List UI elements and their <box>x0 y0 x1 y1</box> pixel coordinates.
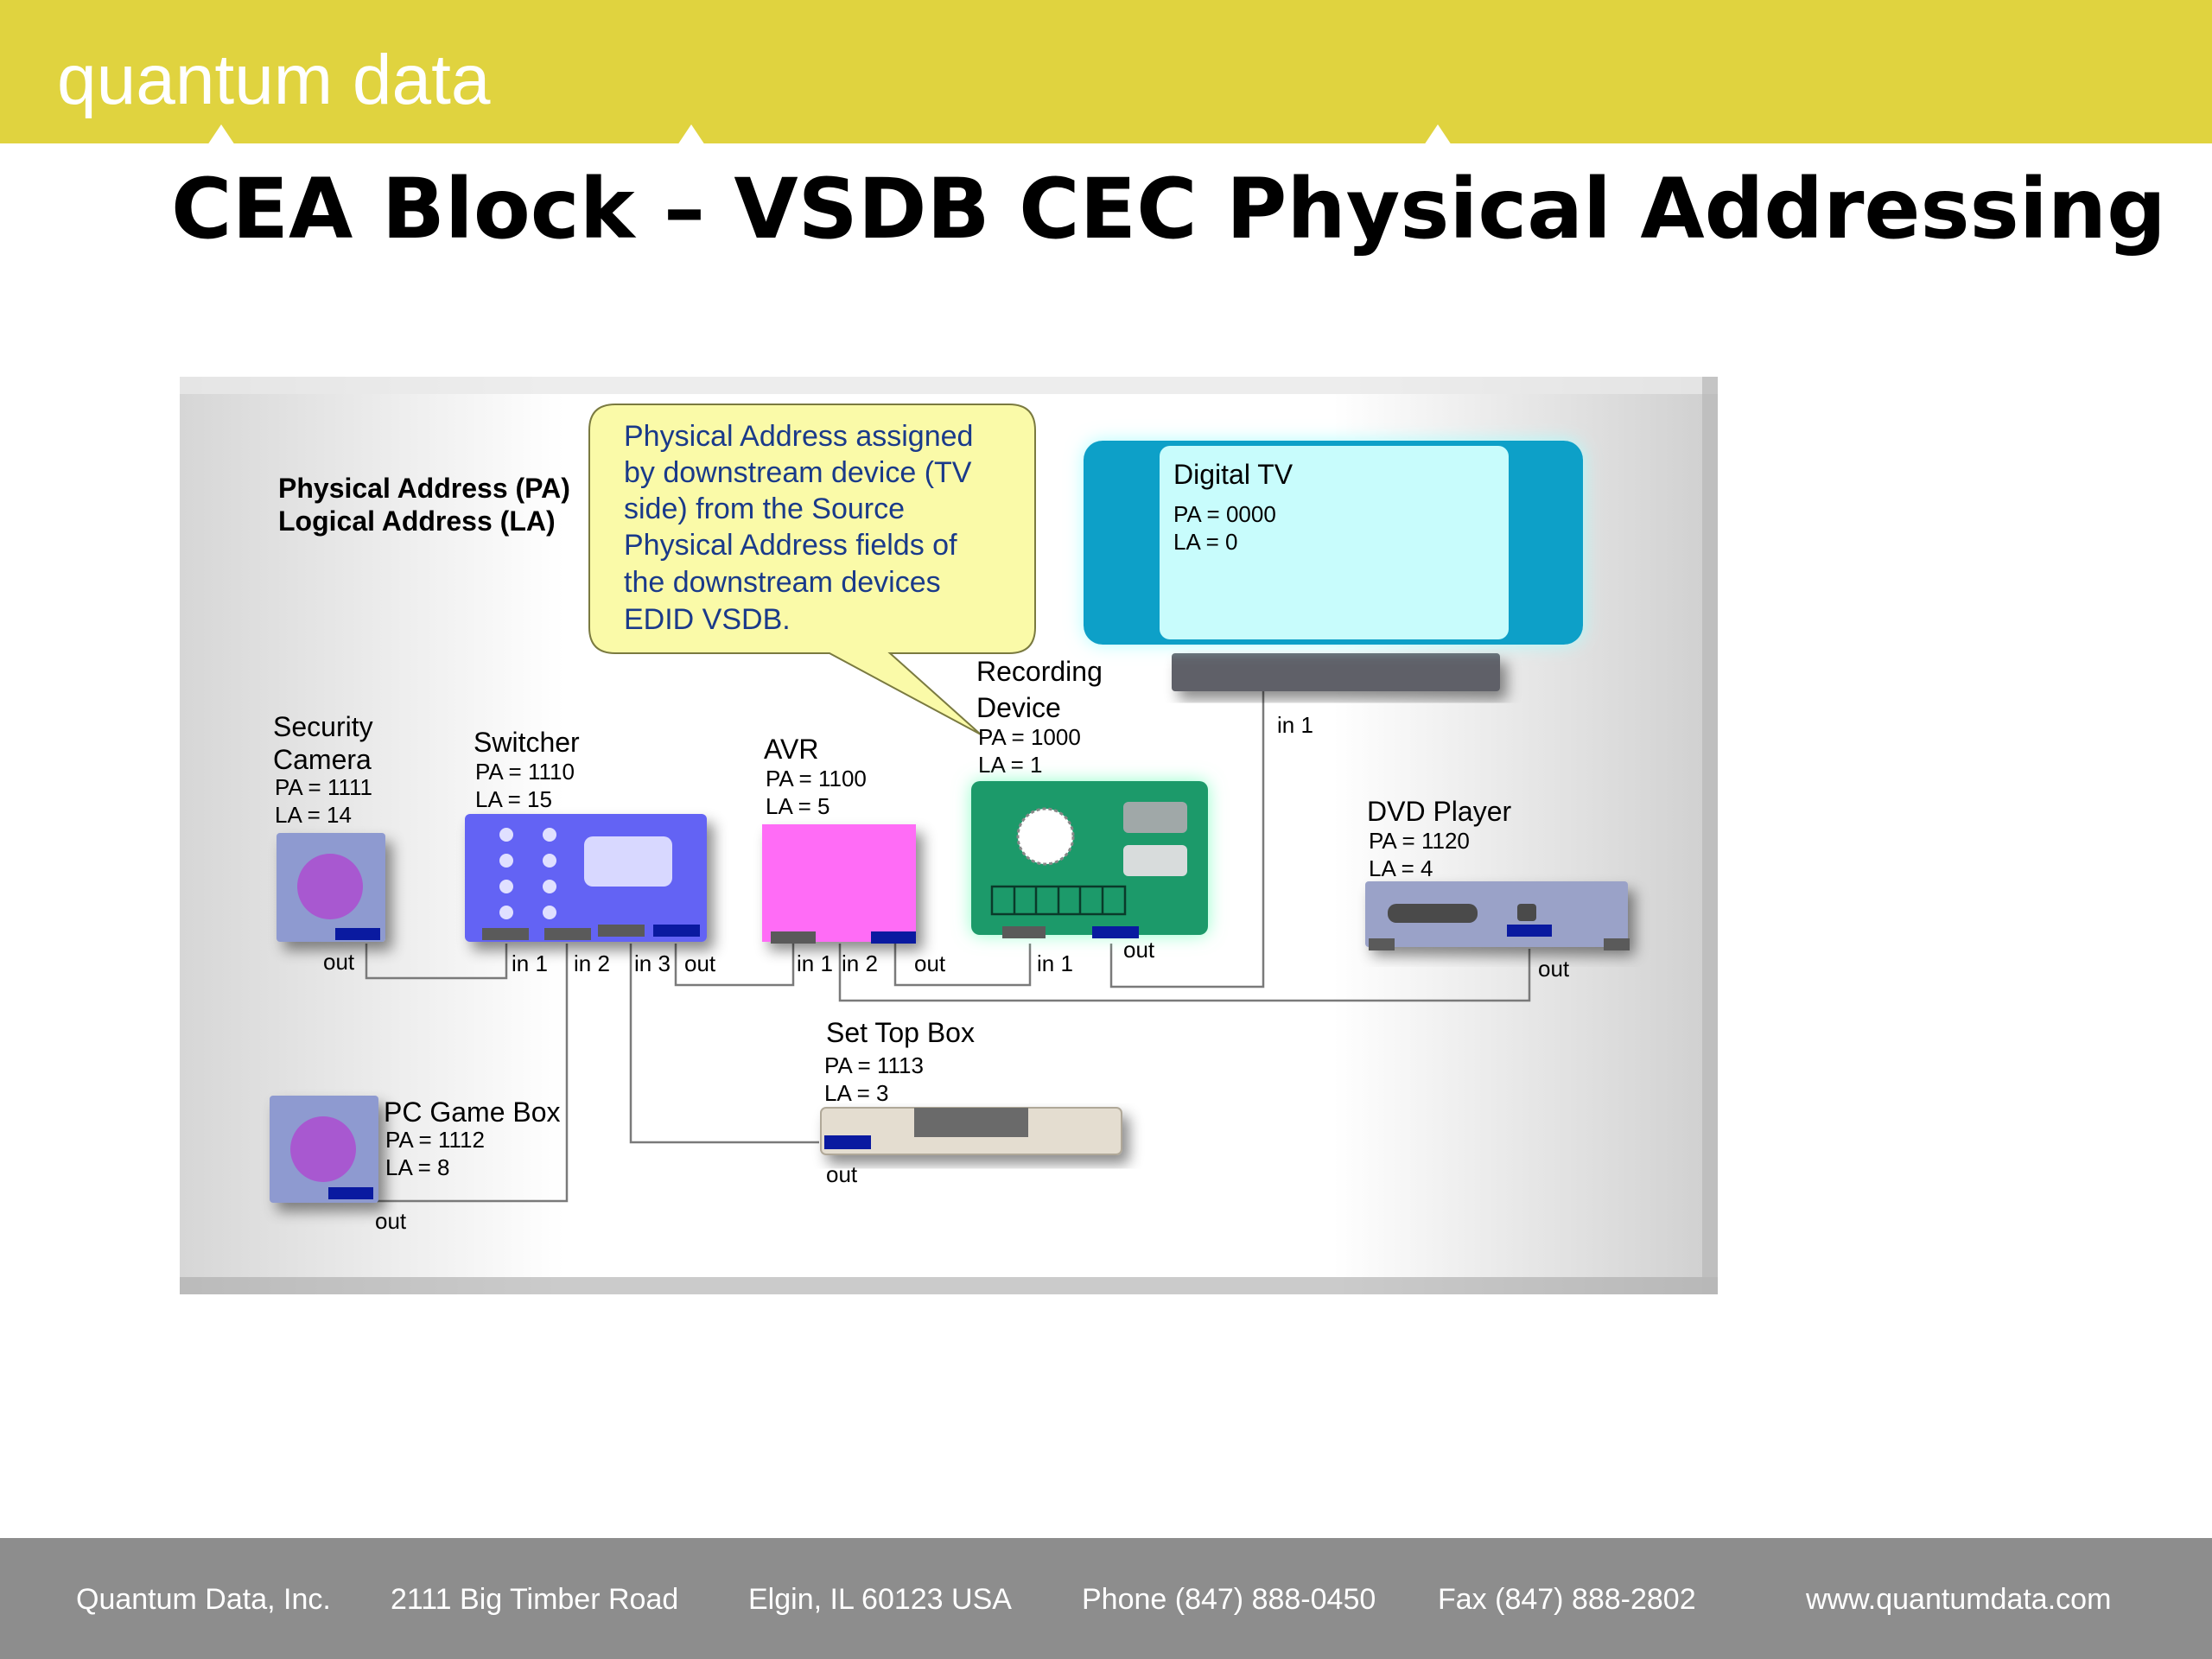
header-notch <box>677 124 705 145</box>
cable-lines <box>328 691 1531 1203</box>
dvd-port-out: out <box>1538 956 1570 982</box>
switcher-port-in1: in 1 <box>512 950 548 976</box>
set-top-box: Set Top Box PA = 1113 LA = 3 out <box>820 1017 1122 1187</box>
footer-street: 2111 Big Timber Road <box>391 1583 679 1616</box>
switcher-port-in2: in 2 <box>574 950 610 976</box>
avr-port-out: out <box>914 950 946 976</box>
pcgame-la: LA = 8 <box>385 1154 449 1180</box>
cec-topology-diagram: Physical Address (PA) Logical Address (L… <box>180 377 1718 1294</box>
callout-line: the downstream devices <box>624 566 941 599</box>
header-bar <box>0 0 2212 143</box>
footer-phone: Phone (847) 888-0450 <box>1082 1583 1376 1616</box>
legend-pa: Physical Address (PA) <box>278 473 570 504</box>
footer-company: Quantum Data, Inc. <box>76 1583 331 1616</box>
stb-name: Set Top Box <box>826 1017 975 1048</box>
avr-pa: PA = 1100 <box>766 766 867 791</box>
recorder-name: Recording <box>976 656 1103 687</box>
dvd-la: LA = 4 <box>1369 855 1433 881</box>
digital-tv: Digital TV PA = 0000 LA = 0 in 1 <box>1084 441 1583 738</box>
footer-bar <box>0 1538 2212 1659</box>
recorder-port-out: out <box>1123 937 1155 963</box>
camera-name: Camera <box>273 744 372 775</box>
recorder-port-in1: in 1 <box>1037 950 1073 976</box>
switcher-device: Switcher PA = 1110 LA = 15 in 1 in 2 in … <box>465 727 716 976</box>
callout-line: side) from the Source <box>624 493 905 525</box>
avr-port-in2: in 2 <box>842 950 878 976</box>
header-notch <box>207 124 235 145</box>
security-camera: Security Camera PA = 1111 LA = 14 out <box>273 711 385 975</box>
pcgame-name: PC Game Box <box>384 1096 561 1128</box>
dvd-player: DVD Player PA = 1120 LA = 4 out <box>1365 796 1630 982</box>
tv-pa: PA = 0000 <box>1173 501 1276 527</box>
callout-line: Physical Address assigned <box>624 420 973 453</box>
tv-name: Digital TV <box>1173 459 1294 490</box>
footer-city: Elgin, IL 60123 USA <box>748 1583 1012 1616</box>
camera-pa: PA = 1111 <box>275 774 372 800</box>
avr-name: AVR <box>764 734 818 765</box>
tv-port-in1: in 1 <box>1277 712 1313 738</box>
switcher-la: LA = 15 <box>475 786 552 812</box>
camera-la: LA = 14 <box>275 802 352 828</box>
callout-line: EDID VSDB. <box>624 603 791 636</box>
recorder-pa: PA = 1000 <box>978 724 1081 750</box>
recorder-name: Device <box>976 692 1061 723</box>
stb-port-out: out <box>826 1161 858 1187</box>
camera-name: Security <box>273 711 373 742</box>
switcher-pa: PA = 1110 <box>475 759 575 785</box>
stb-pa: PA = 1113 <box>824 1052 924 1078</box>
avr-la: LA = 5 <box>766 793 830 819</box>
callout-line: by downstream device (TV <box>624 456 972 489</box>
switcher-name: Switcher <box>474 727 580 758</box>
callout-bubble: Physical Address assigned by downstream … <box>588 404 1036 735</box>
header-notch <box>1424 124 1452 145</box>
recording-device: Recording Device PA = 1000 LA = 1 in 1 o… <box>971 656 1208 976</box>
legend-la: Logical Address (LA) <box>278 505 556 537</box>
pc-game-box: PC Game Box PA = 1112 LA = 8 out <box>270 1096 561 1234</box>
switcher-port-in3: in 3 <box>634 950 671 976</box>
stb-la: LA = 3 <box>824 1080 888 1106</box>
camera-port-out: out <box>323 949 355 975</box>
tv-la: LA = 0 <box>1173 529 1237 555</box>
slide-title: CEA Block – VSDB CEC Physical Addressing <box>171 161 2166 257</box>
avr-port-in1: in 1 <box>797 950 833 976</box>
callout-line: Physical Address fields of <box>624 529 957 562</box>
dvd-pa: PA = 1120 <box>1369 828 1470 854</box>
recorder-la: LA = 1 <box>978 752 1042 778</box>
footer-fax: Fax (847) 888-2802 <box>1438 1583 1696 1616</box>
pcgame-pa: PA = 1112 <box>385 1127 485 1153</box>
switcher-port-out: out <box>684 950 716 976</box>
avr-device: AVR PA = 1100 LA = 5 in 1 in 2 out <box>762 734 946 976</box>
footer-website-link[interactable]: www.quantumdata.com <box>1806 1583 2112 1616</box>
pcgame-port-out: out <box>375 1208 407 1234</box>
brand-logo: quantum data <box>57 41 491 119</box>
dvd-name: DVD Player <box>1367 796 1512 827</box>
